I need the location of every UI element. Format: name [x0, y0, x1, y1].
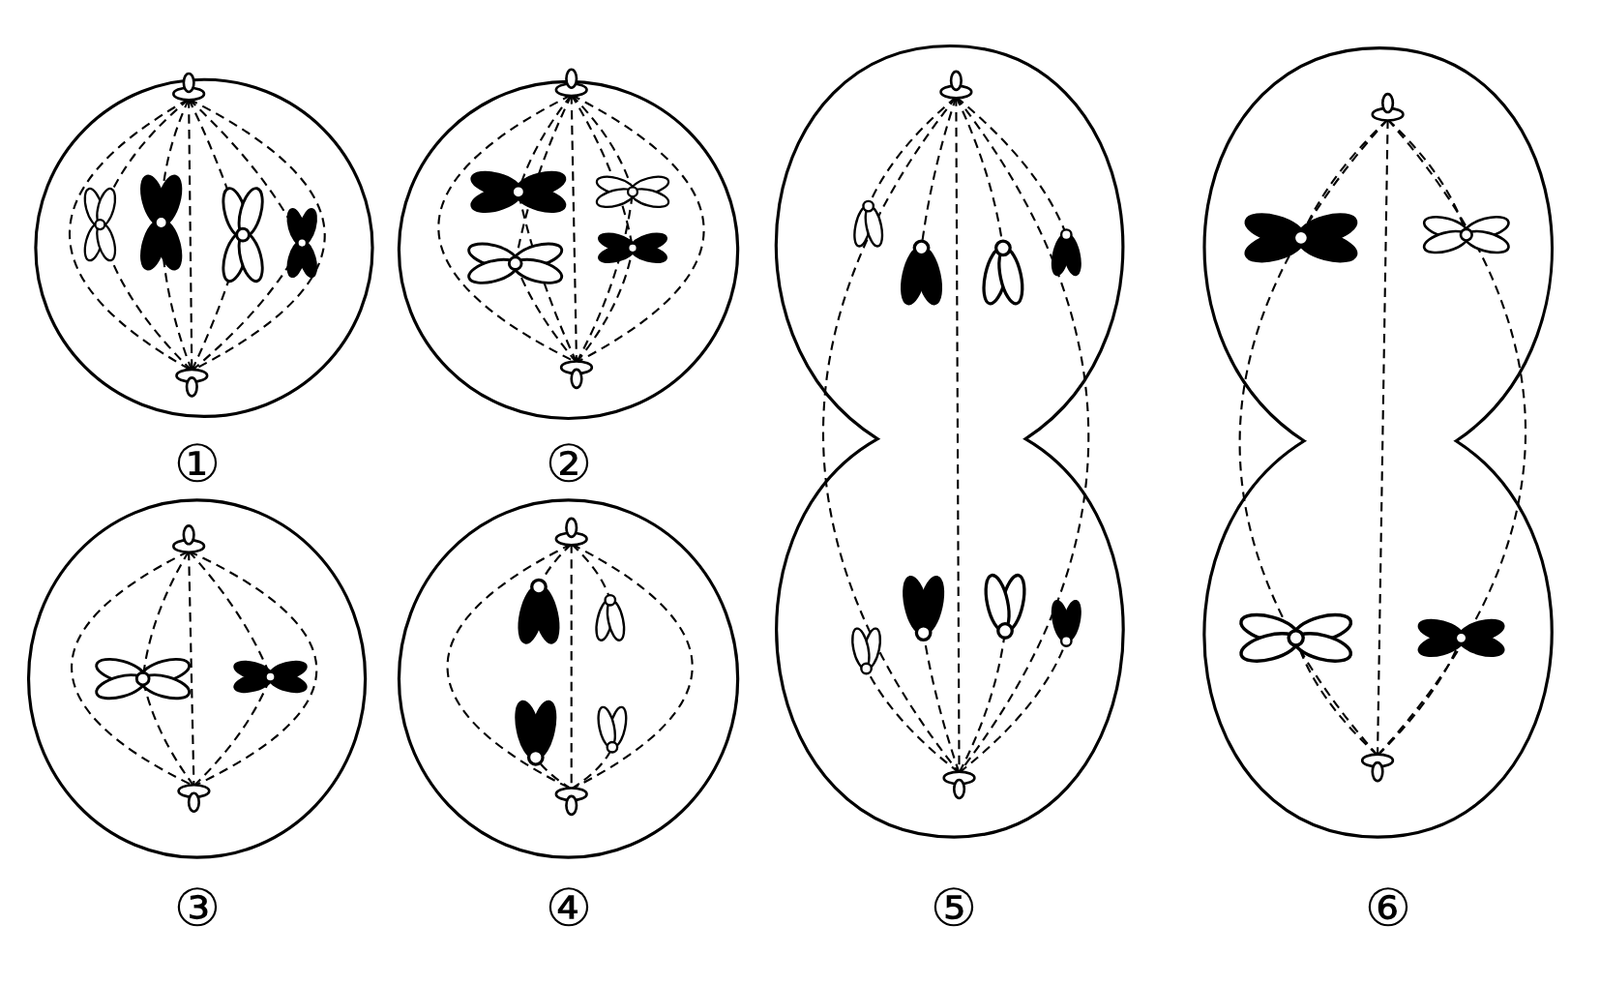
spindle-fiber	[447, 543, 572, 789]
spindle-fiber	[955, 96, 1089, 772]
spindle-fiber	[188, 551, 270, 678]
spindle-fiber	[571, 94, 633, 248]
spindle-fiber	[571, 94, 577, 362]
spindle-fiber	[571, 543, 611, 600]
spindle-fiber	[576, 191, 633, 362]
spindle-fiber	[921, 96, 957, 248]
spindle-fiber	[866, 668, 960, 773]
callout-number: ③	[174, 882, 221, 935]
callout-number: ⑥	[1364, 882, 1412, 935]
callout-number: ④	[545, 882, 593, 935]
cell-6	[1204, 48, 1553, 837]
chromosomes	[81, 168, 1512, 766]
spindle-fibers	[69, 94, 1526, 789]
callout-number: ①	[174, 438, 221, 491]
spindle-fiber	[193, 676, 270, 786]
spindle-fiber	[570, 543, 573, 789]
spindle-fiber	[571, 543, 693, 789]
spindle-fiber	[955, 96, 1067, 235]
centrioles	[173, 69, 1403, 815]
callout-number: ②	[545, 438, 593, 491]
spindle-fiber	[571, 94, 705, 362]
spindle-fiber	[71, 551, 194, 787]
spindle-fiber	[959, 630, 1006, 773]
cell-4	[398, 500, 738, 858]
spindle-fiber	[69, 98, 192, 371]
spindle-fiber	[188, 551, 317, 787]
spindle-fiber	[571, 746, 613, 789]
spindle-fiber	[1377, 118, 1389, 755]
cell-1	[35, 79, 373, 416]
spindle-fiber	[1377, 118, 1526, 755]
cell-2	[398, 81, 738, 418]
spindle-fiber	[1377, 637, 1461, 755]
spindle-fiber	[823, 96, 960, 772]
spindle-fiber	[955, 96, 1004, 248]
spindle-fiber	[438, 94, 577, 362]
spindle-fiber	[188, 98, 192, 371]
cell-5	[775, 45, 1124, 837]
cell-3	[29, 500, 366, 858]
spindle-fiber	[576, 247, 633, 362]
spindle-fiber	[188, 98, 326, 371]
callout-number: ⑤	[930, 882, 978, 935]
spindle-fiber	[955, 96, 959, 772]
cell-membranes	[29, 45, 1553, 858]
spindle-fiber	[923, 632, 960, 773]
spindle-fiber	[959, 641, 1067, 773]
